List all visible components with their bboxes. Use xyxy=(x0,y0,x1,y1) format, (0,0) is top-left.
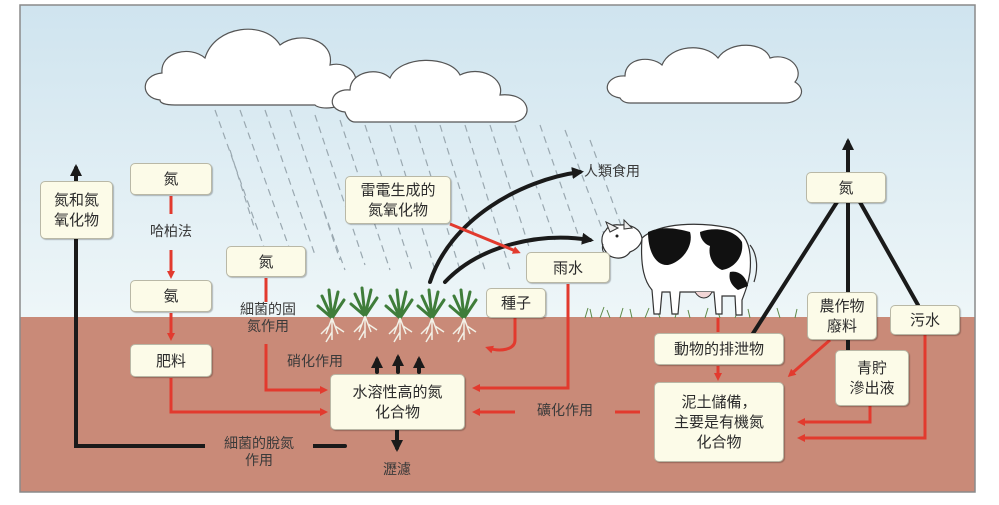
animal-waste-box: 動物的排泄物 xyxy=(654,333,784,365)
seeds-to-plants xyxy=(485,318,517,354)
nitrogen-right-box: 氮 xyxy=(806,172,886,203)
frame xyxy=(19,4,976,493)
sewage-to-soil xyxy=(797,335,927,442)
human-food-arrow xyxy=(428,167,584,284)
crop-to-soil xyxy=(787,338,831,377)
rain-to-soluble xyxy=(472,284,570,392)
plant-icon xyxy=(448,288,478,343)
plant-icon xyxy=(349,286,379,341)
silage-box: 青貯 滲出液 xyxy=(835,350,909,406)
plants xyxy=(316,286,478,343)
nitrogen-top-box: 氮 xyxy=(130,163,212,195)
nitrogen-mid-box: 氮 xyxy=(226,246,306,277)
sky xyxy=(20,5,975,317)
cloud-icon xyxy=(144,28,528,123)
fertilizer-to-soluble xyxy=(169,378,328,416)
plant-icon xyxy=(384,288,414,343)
human-food-label: 人類食用 xyxy=(584,164,640,180)
crop-waste-box: 農作物 廢料 xyxy=(807,292,877,340)
seeds-box: 種子 xyxy=(486,288,546,318)
cloud-icon xyxy=(606,44,803,104)
sewage-box: 污水 xyxy=(890,305,960,335)
lightning-to-rain xyxy=(449,222,521,254)
plant-icon xyxy=(316,288,346,343)
plant-icon xyxy=(416,288,446,343)
cow-food-arrow xyxy=(443,232,594,284)
leaching-label: 瀝濾 xyxy=(383,462,411,478)
silage-to-soil xyxy=(797,406,872,426)
haber-label: 哈柏法 xyxy=(150,224,192,240)
fixation-to-soluble xyxy=(264,344,328,394)
mineralization-label: 礦化作用 xyxy=(515,403,615,420)
denitrification-label: 細菌的脫氮 作用 xyxy=(205,436,313,470)
rain-box: 雨水 xyxy=(526,252,610,283)
soluble-nitrogen-box: 水溶性高的氮 化合物 xyxy=(330,374,465,430)
lightning-box: 雷電生成的 氮氧化物 xyxy=(345,176,451,224)
nitrification-label: 硝化作用 xyxy=(287,354,343,370)
fixation-label: 細菌的固 氮作用 xyxy=(240,302,296,335)
soil-storage-box: 泥土儲備， 主要是有機氮 化合物 xyxy=(654,382,784,462)
ammonia-box: 氨 xyxy=(130,280,212,312)
fertilizer-box: 肥料 xyxy=(130,344,212,377)
nitrogen-oxides-box: 氮和氮 氧化物 xyxy=(40,181,113,239)
